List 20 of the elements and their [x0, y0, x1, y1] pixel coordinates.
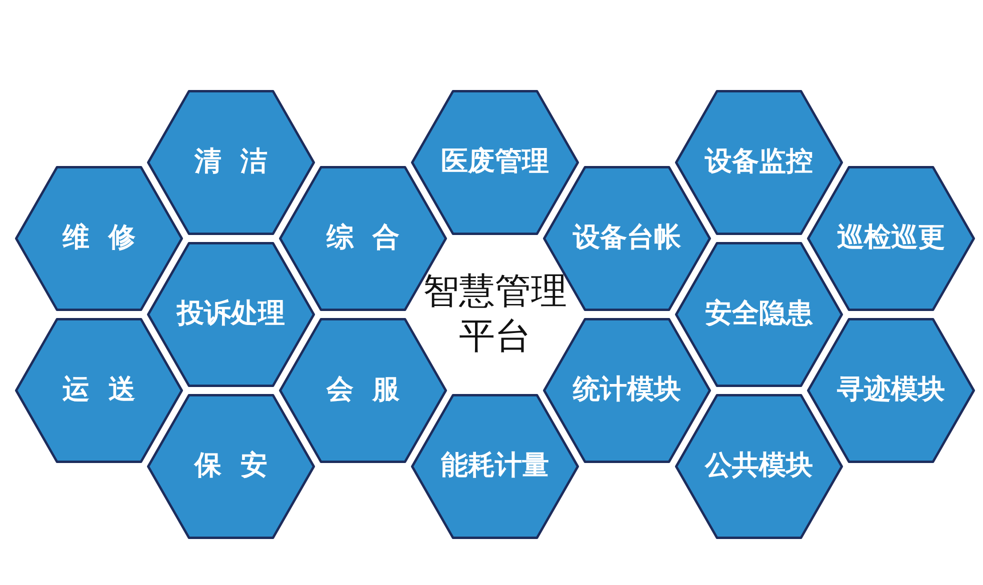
module-label: 投诉处理 [177, 298, 285, 330]
module-label: 维 修 [62, 222, 136, 254]
module-hexagon [147, 242, 315, 386]
module-label: 安全隐患 [705, 298, 813, 330]
module-label: 清 洁 [194, 146, 268, 178]
module-label: 能耗计量 [441, 450, 549, 482]
module-hexagon [147, 394, 315, 538]
module-label: 保 安 [194, 450, 268, 482]
module-label: 会 服 [326, 374, 400, 406]
module-label: 医废管理 [441, 146, 549, 178]
module-label: 统计模块 [573, 374, 681, 406]
module-hexagon [147, 90, 315, 234]
module-label: 巡检巡更 [837, 222, 945, 254]
module-label: 运 送 [62, 374, 136, 406]
module-label: 设备台帐 [573, 222, 681, 254]
module-label: 寻迹模块 [837, 374, 945, 406]
platform-title: 智慧管理平台 [419, 269, 571, 359]
module-label: 设备监控 [705, 146, 813, 178]
module-label: 公共模块 [705, 450, 813, 482]
module-label: 综 合 [326, 222, 400, 254]
